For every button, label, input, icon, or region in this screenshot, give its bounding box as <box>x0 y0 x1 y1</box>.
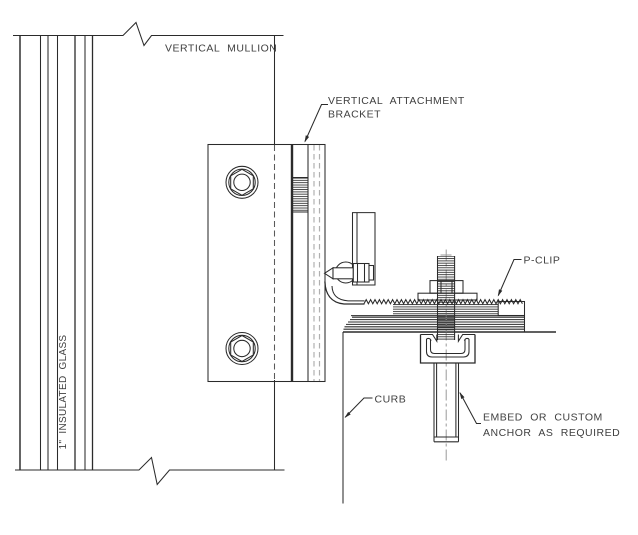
p-clip-leader <box>497 258 522 296</box>
washer-plate <box>417 292 478 301</box>
label-vertical-attachment-bracket-line2: BRACKET <box>328 109 381 121</box>
rod-thread-edges <box>436 256 456 340</box>
rod-thread-hatch <box>437 256 455 340</box>
bracket-arm-curve <box>324 281 365 305</box>
bracket-thread-hatch <box>292 177 308 212</box>
label-curb: CURB <box>375 394 407 406</box>
screw-shank <box>332 267 354 280</box>
threaded-rod-assembly <box>417 249 478 462</box>
bracket-body-outline <box>207 143 326 383</box>
bracket-leader <box>304 103 328 142</box>
adjustment-screw <box>323 261 375 284</box>
mullion-bottom-edge-with-break <box>15 456 285 486</box>
screw-washer <box>368 264 375 281</box>
serrated-plate-assembly <box>343 298 526 332</box>
channel-inner-wall-2 <box>429 339 466 355</box>
mullion-top-edge-with-break <box>13 21 284 47</box>
screw-point <box>323 266 334 280</box>
hex-bolt-top <box>225 165 259 199</box>
plate-right-end-block <box>497 300 526 317</box>
label-embed-line1: EMBED OR CUSTOM <box>483 412 603 424</box>
label-vertical-attachment-bracket-line1: VERTICAL ATTACHMENT <box>328 95 465 107</box>
anchor-outer-edges <box>433 363 460 442</box>
hex-bolt-bottom <box>225 331 259 366</box>
label-embed-line2: ANCHOR AS REQUIRED <box>483 427 620 439</box>
embed-leader <box>459 392 481 425</box>
channel-hooks <box>426 337 470 341</box>
anchor-inner-edges <box>436 363 457 437</box>
hex-nut-facets <box>440 280 453 294</box>
label-p-clip: P-CLIP <box>524 255 561 267</box>
label-insulated-glass: 1" INSULATED GLASS <box>58 335 69 450</box>
annotation-text: VERTICAL MULLION VERTICAL ATTACHMENT BRA… <box>58 43 620 450</box>
channel-outer <box>419 334 476 364</box>
screw-hex-head <box>352 262 370 283</box>
glazing-and-mullion-section <box>13 21 285 486</box>
p-clip-channel <box>419 333 476 364</box>
curb-leader <box>344 397 373 418</box>
channel-inner-wall <box>425 339 470 358</box>
leader-lines <box>304 103 522 425</box>
curb-leader-arrowhead <box>344 411 351 418</box>
label-vertical-mullion: VERTICAL MULLION <box>165 43 277 55</box>
embed-leader-arrowhead <box>459 392 465 399</box>
anchor-rod <box>433 363 460 443</box>
bracket-leader-arrowhead <box>304 135 310 143</box>
channel-left-prong <box>420 333 438 343</box>
vertical-attachment-bracket <box>207 143 376 383</box>
channel-right-prong <box>457 333 475 343</box>
bracket-thread-bounds <box>292 176 308 213</box>
p-clip-leader-arrowhead <box>497 289 503 297</box>
anchor-bottom-band <box>434 436 459 443</box>
shim-stack <box>343 315 526 332</box>
